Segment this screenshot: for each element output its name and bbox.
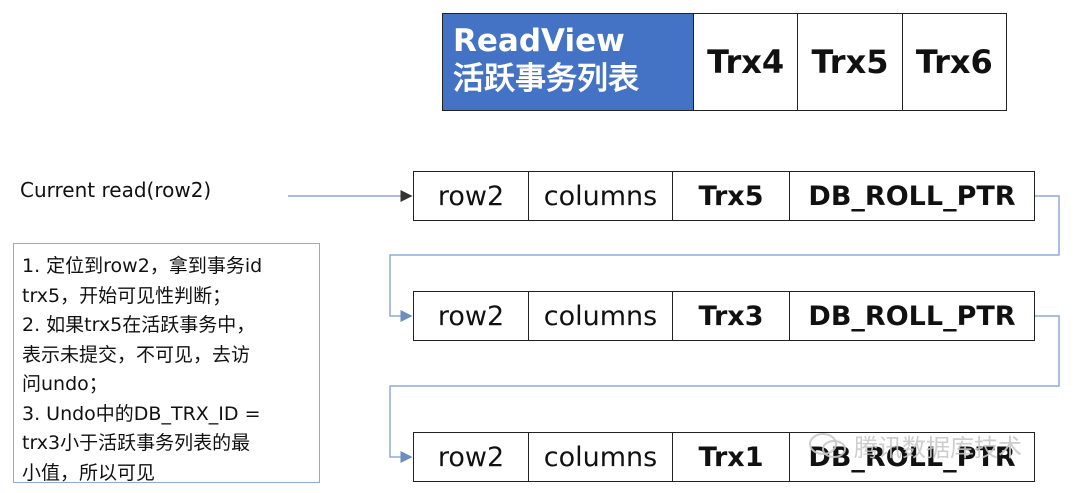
note-line: 表示未提交，不可见，去访 [22,343,251,366]
note-line: 2. 如果trx5在活跃事务中， [22,314,256,336]
explanation-note: 1. 定位到row2，拿到事务id trx5，开始可见性判断； 2. 如果trx… [13,243,320,484]
record-row: row2 columns Trx3 DB_ROLL_PTR [413,291,1035,341]
row-id-cell: row2 [414,172,529,220]
columns-cell: columns [529,172,673,220]
note-line: 1. 定位到row2，拿到事务id [22,255,263,277]
note-line: trx5，开始可见性判断； [22,284,232,307]
note-line: 小值，所以可见 [22,461,156,484]
note-line: 3. Undo中的DB_TRX_ID = [22,402,261,425]
note-line: 问undo； [22,373,108,395]
trx-id-cell: Trx3 [673,292,790,340]
undo-link-1 [389,195,1060,322]
columns-cell: columns [529,292,673,340]
readview-title: ReadView [453,23,625,59]
roll-ptr-cell: DB_ROLL_PTR [808,441,1016,473]
readview-subtitle: 活跃事务列表 [453,61,639,97]
readview-trx-cell: Trx5 [798,14,903,110]
roll-ptr-cell: DB_ROLL_PTR [808,180,1016,212]
roll-ptr-cell: DB_ROLL_PTR [808,300,1016,332]
record-row: row2 columns Trx1 DB_ROLL_PTR [413,432,1035,482]
row-id-cell: row2 [414,292,529,340]
columns-cell: columns [529,433,673,481]
readview-table: ReadView 活跃事务列表 Trx4 Trx5 Trx6 [442,13,1007,111]
readview-trx-cell: Trx4 [694,14,799,110]
record-row: row2 columns Trx5 DB_ROLL_PTR [413,171,1035,221]
note-line: trx3小于活跃事务列表的最 [22,432,251,454]
current-read-label: Current read(row2) [20,178,212,202]
wechat-logo-icon [809,432,846,458]
readview-trx-cell: Trx6 [915,43,993,81]
watermark-text: 腾讯数据库技术 [854,434,1022,462]
undo-link-2 [389,315,1060,463]
trx-id-cell: Trx5 [673,172,790,220]
watermark: 腾讯数据库技术 [808,428,1022,463]
readview-header: ReadView 活跃事务列表 [443,14,694,110]
row-id-cell: row2 [414,433,529,481]
trx-id-cell: Trx1 [673,433,790,481]
